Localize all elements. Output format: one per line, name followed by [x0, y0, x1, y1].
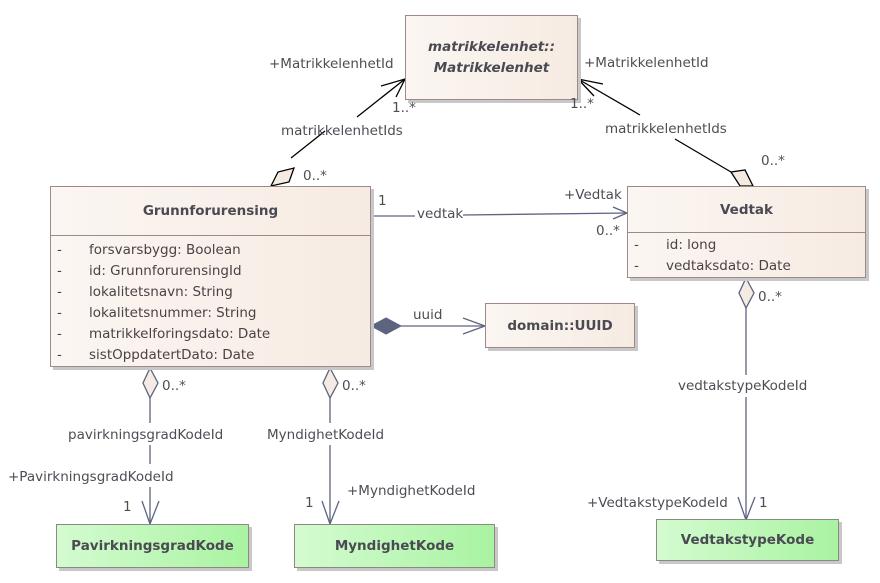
class-name: Grunnforurensing	[142, 203, 279, 219]
association-name: matrikkelenhetIds	[281, 123, 403, 139]
multiplicity-label: 0..*	[596, 223, 620, 239]
multiplicity-label: 1	[759, 495, 768, 511]
multiplicity-label: 0..*	[162, 378, 186, 394]
attribute[interactable]: -matrikkelforingsdato: Date	[57, 326, 271, 342]
multiplicity-label: 1	[123, 499, 132, 515]
aggregation-diamond	[269, 167, 296, 187]
class-vedtak[interactable]: Vedtak -id: long -vedtaksdato: Date	[627, 186, 866, 278]
class-vedtakstypekode[interactable]: VedtakstypeKode	[656, 519, 839, 561]
attribute[interactable]: -sistOppdatertDato: Date	[57, 347, 255, 363]
attribute-list: -forsvarsbygg: Boolean -id: Grunnforuren…	[51, 235, 370, 366]
attribute[interactable]: -lokalitetsnavn: String	[57, 284, 233, 300]
attribute[interactable]: -id: long	[634, 237, 717, 253]
aggregation-diamond	[738, 276, 755, 310]
multiplicity-label: 0..*	[758, 289, 782, 305]
association-grunnforurensing-matrikkelenhet[interactable]	[269, 77, 407, 187]
open-arrowhead	[576, 77, 604, 97]
multiplicity-label: 1..*	[570, 96, 594, 112]
class-grunnforurensing[interactable]: Grunnforurensing -forsvarsbygg: Boolean …	[50, 186, 371, 367]
association-grunnforurensing-myndighetkode[interactable]	[321, 366, 340, 526]
aggregation-diamond	[729, 169, 755, 187]
class-matrikkelenhet[interactable]: matrikkelenhet:: Matrikkelenhet	[405, 15, 578, 100]
class-myndighetkode[interactable]: MyndighetKode	[294, 524, 495, 568]
class-name: PavirkningsgradKode	[71, 538, 234, 554]
role-label: +MatrikkelenhetId	[584, 55, 709, 71]
class-pavirkningsgradkode[interactable]: PavirkningsgradKode	[56, 524, 249, 568]
attribute[interactable]: -id: GrunnforurensingId	[57, 263, 242, 279]
attribute[interactable]: -forsvarsbygg: Boolean	[57, 242, 241, 258]
role-label: +MatrikkelenhetId	[269, 56, 394, 72]
class-uuid[interactable]: domain::UUID	[485, 303, 635, 348]
aggregation-diamond	[142, 366, 159, 400]
class-name: Matrikkelenhet	[433, 59, 550, 76]
role-label: +Vedtak	[564, 187, 622, 203]
association-grunnforurensing-vedtak[interactable]	[371, 206, 629, 220]
multiplicity-label: 0..*	[303, 168, 327, 184]
association-name: matrikkelenhetIds	[605, 121, 727, 137]
multiplicity-label: 0..*	[761, 153, 785, 169]
class-name: domain::UUID	[507, 317, 613, 334]
class-package: matrikkelenhet::	[428, 38, 555, 55]
association-name: vedtakstypeKodeId	[678, 378, 808, 394]
class-name: VedtakstypeKode	[680, 532, 815, 548]
attribute-list: -id: long -vedtaksdato: Date	[628, 232, 865, 277]
aggregation-diamond	[322, 366, 339, 400]
class-name: Vedtak	[719, 201, 774, 218]
multiplicity-label: 0..*	[342, 378, 366, 394]
association-vedtak-vedtakstypekode[interactable]	[737, 276, 756, 522]
multiplicity-label: 1	[305, 495, 314, 511]
association-name: uuid	[413, 307, 443, 323]
role-label: +PavirkningsgradKodeId	[8, 469, 174, 485]
class-name: MyndighetKode	[334, 538, 455, 554]
multiplicity-label: 1..*	[392, 100, 416, 116]
association-grunnforurensing-pavirkningsgradkode[interactable]	[141, 366, 160, 526]
association-name: MyndighetKodeId	[267, 427, 385, 443]
composition-diamond	[369, 317, 403, 335]
attribute[interactable]: -lokalitetsnummer: String	[57, 305, 257, 321]
multiplicity-label: 1	[378, 193, 387, 209]
association-name: pavirkningsgradKodeId	[68, 427, 224, 443]
role-label: +VedtakstypeKodeId	[587, 495, 728, 511]
association-name: vedtak	[417, 206, 464, 222]
attribute[interactable]: -vedtaksdato: Date	[634, 258, 791, 274]
role-label: +MyndighetKodeId	[347, 483, 476, 499]
